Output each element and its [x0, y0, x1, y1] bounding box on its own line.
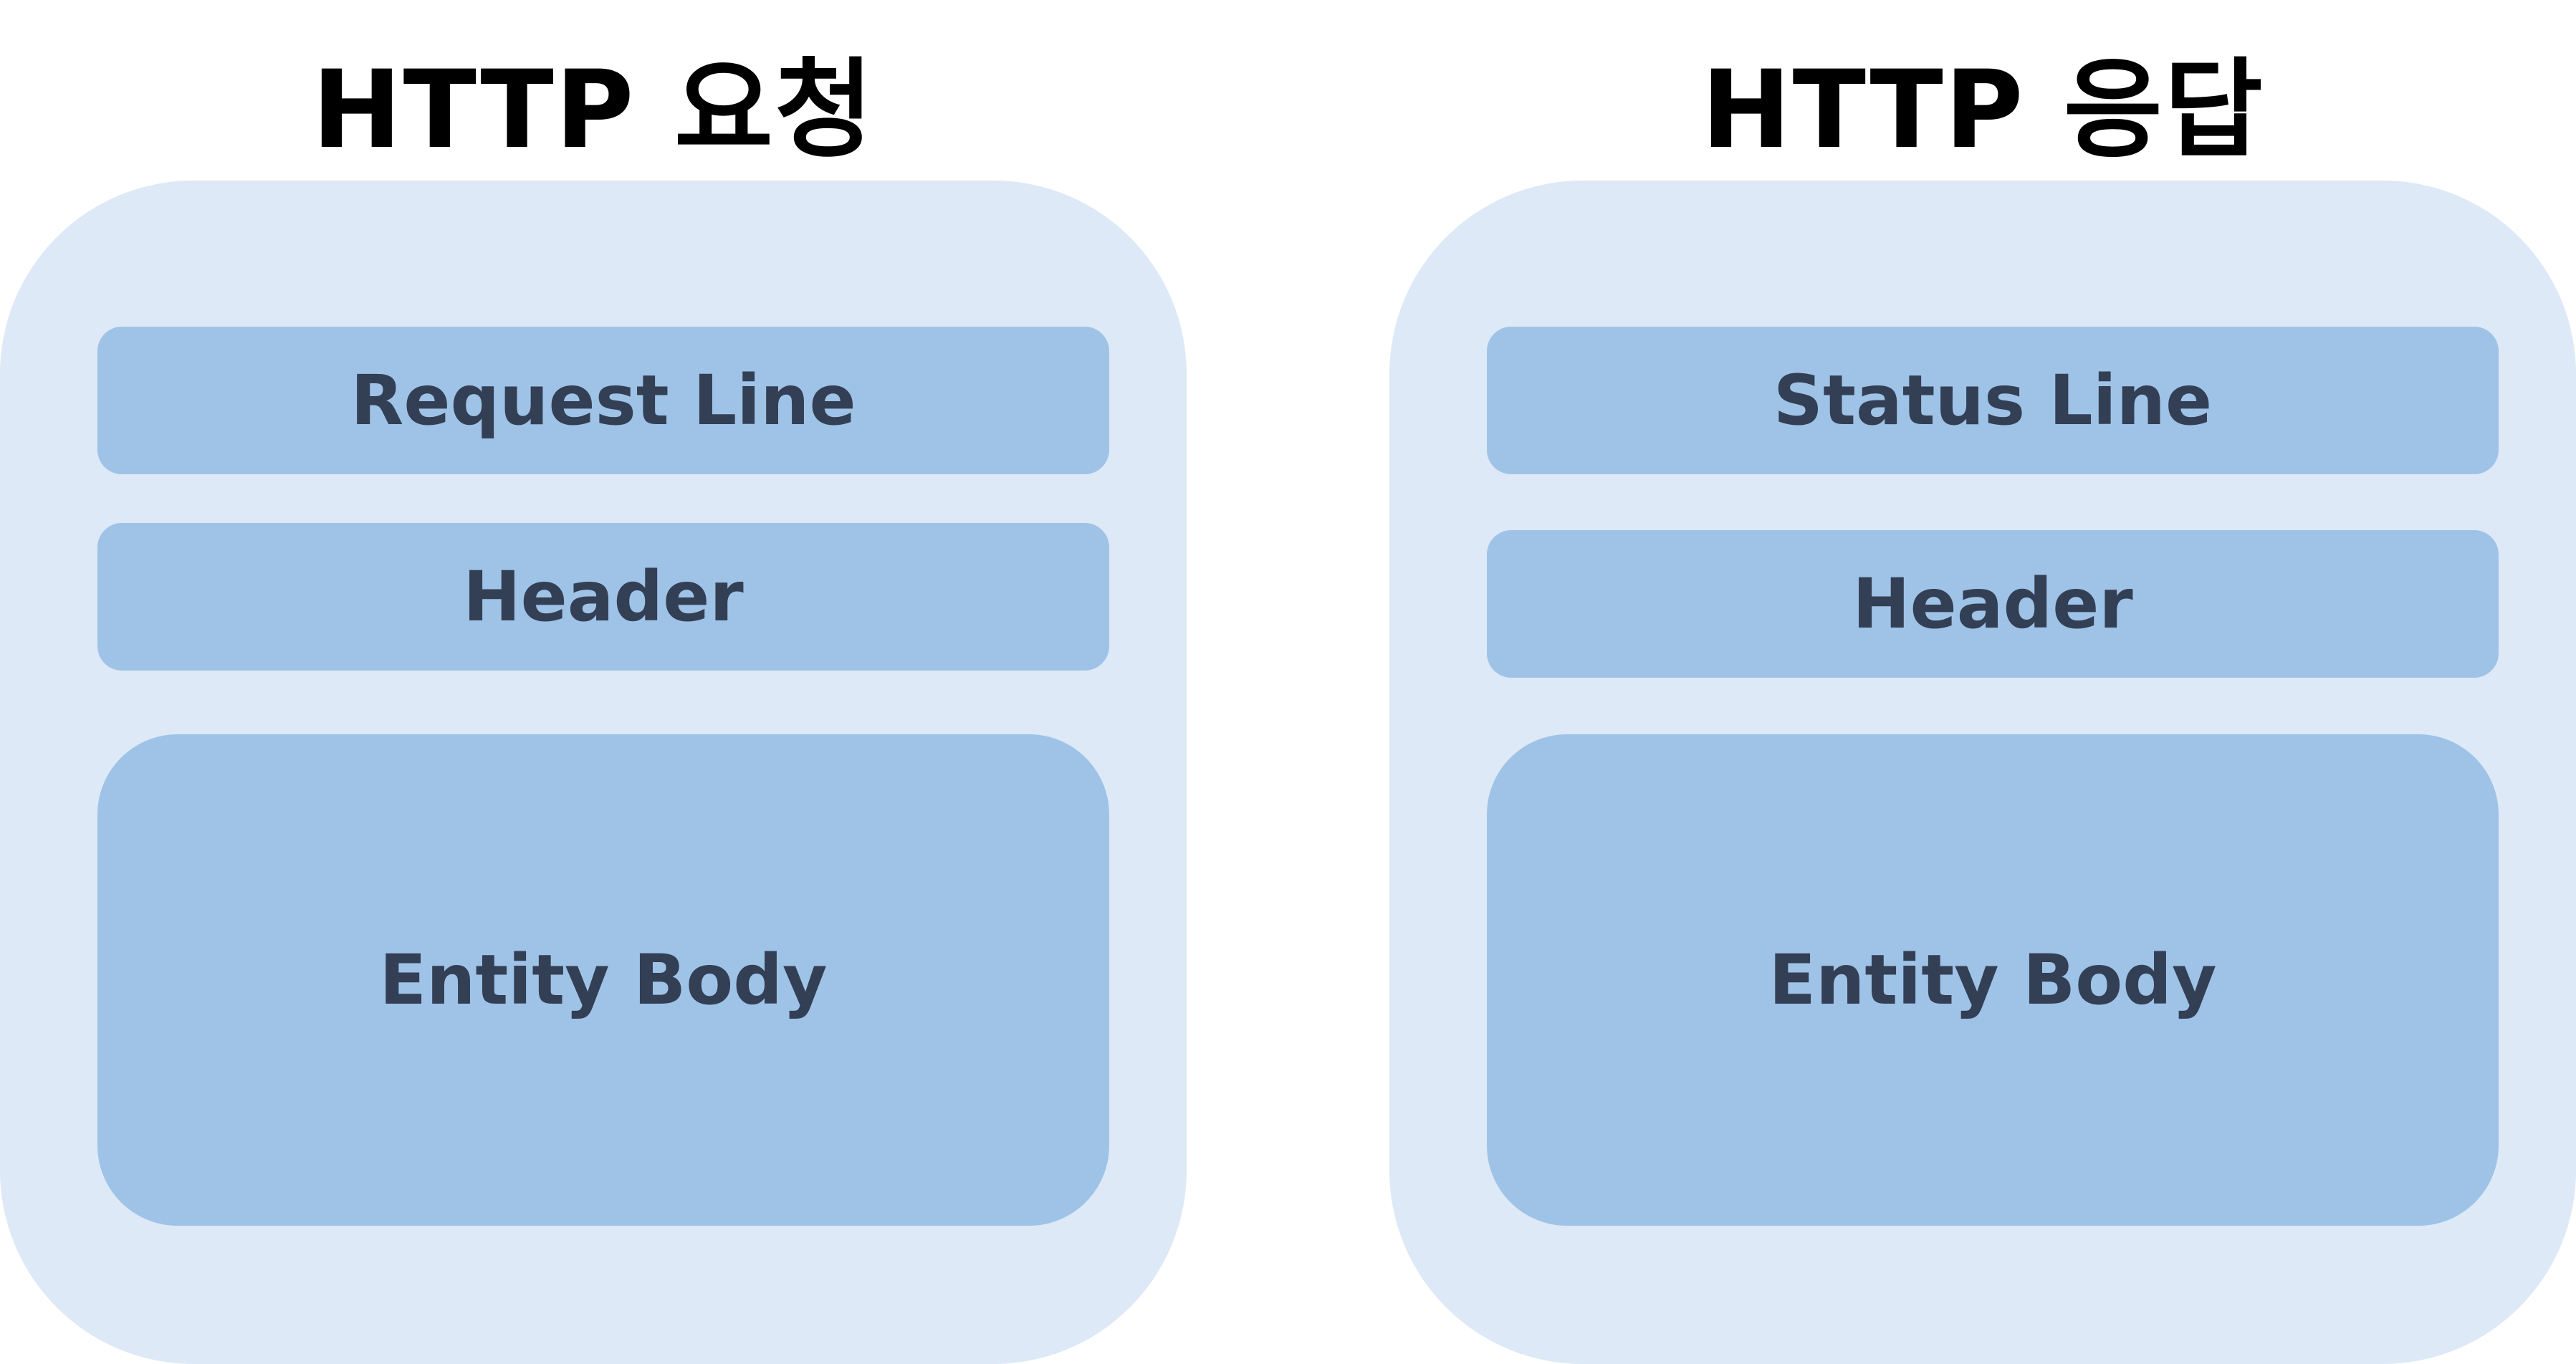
- request-title: HTTP 요청: [312, 47, 875, 173]
- request-container: Request Line Header Entity Body: [0, 181, 1187, 1364]
- status-line-box: Status Line: [1487, 327, 2499, 474]
- response-title: HTTP 응답: [1701, 47, 2264, 173]
- request-header-box: Header: [97, 523, 1109, 671]
- request-entity-body-box: Entity Body: [97, 734, 1109, 1226]
- response-entity-body-box: Entity Body: [1487, 734, 2499, 1226]
- response-header-box: Header: [1487, 530, 2499, 678]
- response-container: Status Line Header Entity Body: [1389, 181, 2576, 1364]
- request-line-box: Request Line: [97, 327, 1109, 474]
